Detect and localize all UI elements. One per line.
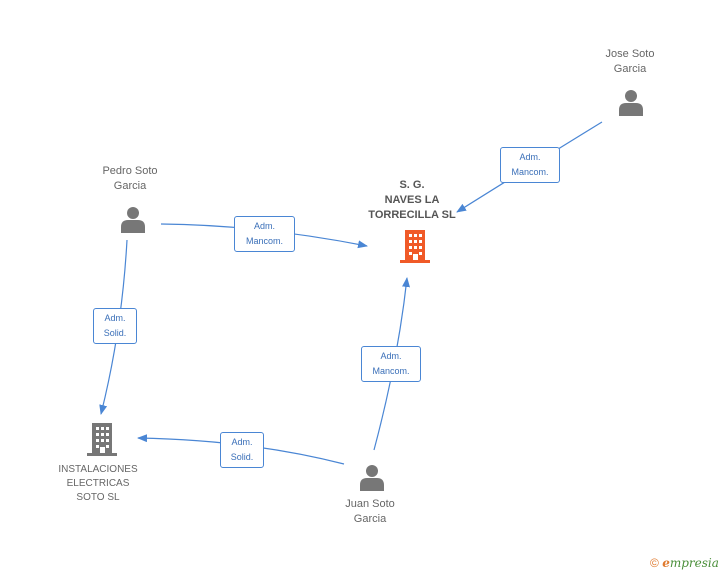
edge-role: Adm. [380,351,402,361]
person-name: Jose Soto [605,48,655,60]
person-surname: Garcia [613,63,647,75]
company-name-line: TORRECILLA SL [368,209,456,221]
edge-role: Adm. [231,437,253,447]
edge-role-type: Mancom. [245,236,283,246]
person-name: Pedro Soto [102,165,158,177]
main-company-label[interactable]: S. G. NAVES LA TORRECILLA SL [352,178,472,223]
edge-label-juan-main[interactable]: Adm. Mancom. [361,346,421,382]
edge-role: Adm. [253,221,275,231]
person-surname: Garcia [353,513,387,525]
person-icon[interactable] [617,88,645,116]
company-name-line: ELECTRICAS [66,478,130,489]
edge-label-pedro-inst[interactable]: Adm. Solid. [93,308,137,344]
brand-logo-e: e [662,556,670,570]
person-surname: Garcia [113,180,147,192]
edge-role: Adm. [519,152,541,162]
company-label-instalaciones[interactable]: INSTALACIONES ELECTRICAS SOTO SL [48,463,148,505]
edge-role-type: Solid. [103,328,127,338]
company-name-line: S. G. [399,179,425,191]
copyright-symbol: © [650,556,659,570]
empresia-watermark: © empresia [650,556,719,570]
building-icon[interactable] [86,422,118,458]
person-name: Juan Soto [345,498,395,510]
edge-role-type: Mancom. [372,366,410,376]
edge-label-pedro-main[interactable]: Adm. Mancom. [234,216,295,252]
person-icon[interactable] [119,205,147,233]
brand-logo-text: mpresia [669,556,719,570]
company-name-line: INSTALACIONES [58,464,138,475]
edge-label-jose-main[interactable]: Adm. Mancom. [500,147,560,183]
edge-role-type: Mancom. [511,167,549,177]
company-name-line: NAVES LA [384,194,440,206]
edge-label-juan-inst[interactable]: Adm. Solid. [220,432,264,468]
person-label-pedro[interactable]: Pedro Soto Garcia [90,164,170,194]
brand-logo: empresia [662,556,719,570]
person-icon[interactable] [358,463,386,491]
person-label-juan[interactable]: Juan Soto Garcia [330,497,410,527]
person-label-jose[interactable]: Jose Soto Garcia [590,47,670,77]
company-name-line: SOTO SL [76,492,120,503]
building-icon[interactable] [399,229,431,265]
edge-role: Adm. [104,313,126,323]
edge-role-type: Solid. [230,452,254,462]
